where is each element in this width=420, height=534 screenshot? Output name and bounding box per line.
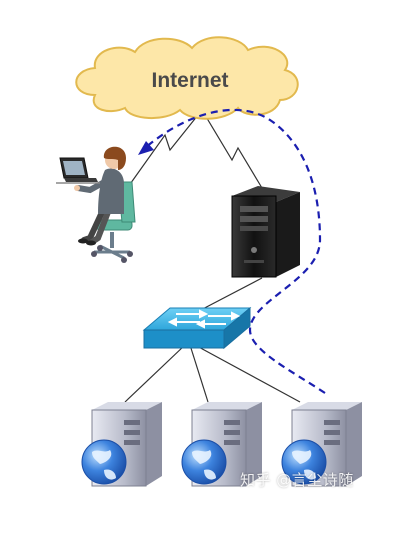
server-tower-icon: [231, 186, 300, 278]
internet-cloud: Internet: [75, 36, 299, 120]
web-server-icon: [181, 402, 262, 487]
connection-lines: [124, 114, 301, 403]
switch-to-server1-link: [124, 344, 186, 403]
web-server-3: [281, 402, 362, 487]
cloud-label: Internet: [151, 69, 228, 92]
switch-to-server3-link: [194, 344, 301, 403]
cloud-icon: [75, 36, 299, 120]
traffic-route: [138, 108, 326, 394]
internet-to-user-link: [127, 114, 199, 188]
internet-to-server-link: [204, 114, 263, 189]
gateway-server: [231, 186, 300, 278]
watermark-text: 知乎 @言尘诗随: [240, 471, 354, 489]
user-workstation: [56, 146, 136, 263]
route-arrowhead-icon: [138, 141, 154, 155]
dashed-route-path: [144, 108, 326, 394]
web-server-1: [81, 402, 162, 487]
server-to-switch-link: [194, 277, 263, 314]
network-switch-icon: [142, 306, 252, 350]
switch-to-server2-link: [189, 344, 209, 403]
network-switch: [142, 306, 252, 350]
web-server-icon: [81, 402, 162, 487]
web-server-icon: [281, 402, 362, 487]
user-at-laptop-icon: [56, 146, 136, 263]
web-server-2: [181, 402, 262, 487]
